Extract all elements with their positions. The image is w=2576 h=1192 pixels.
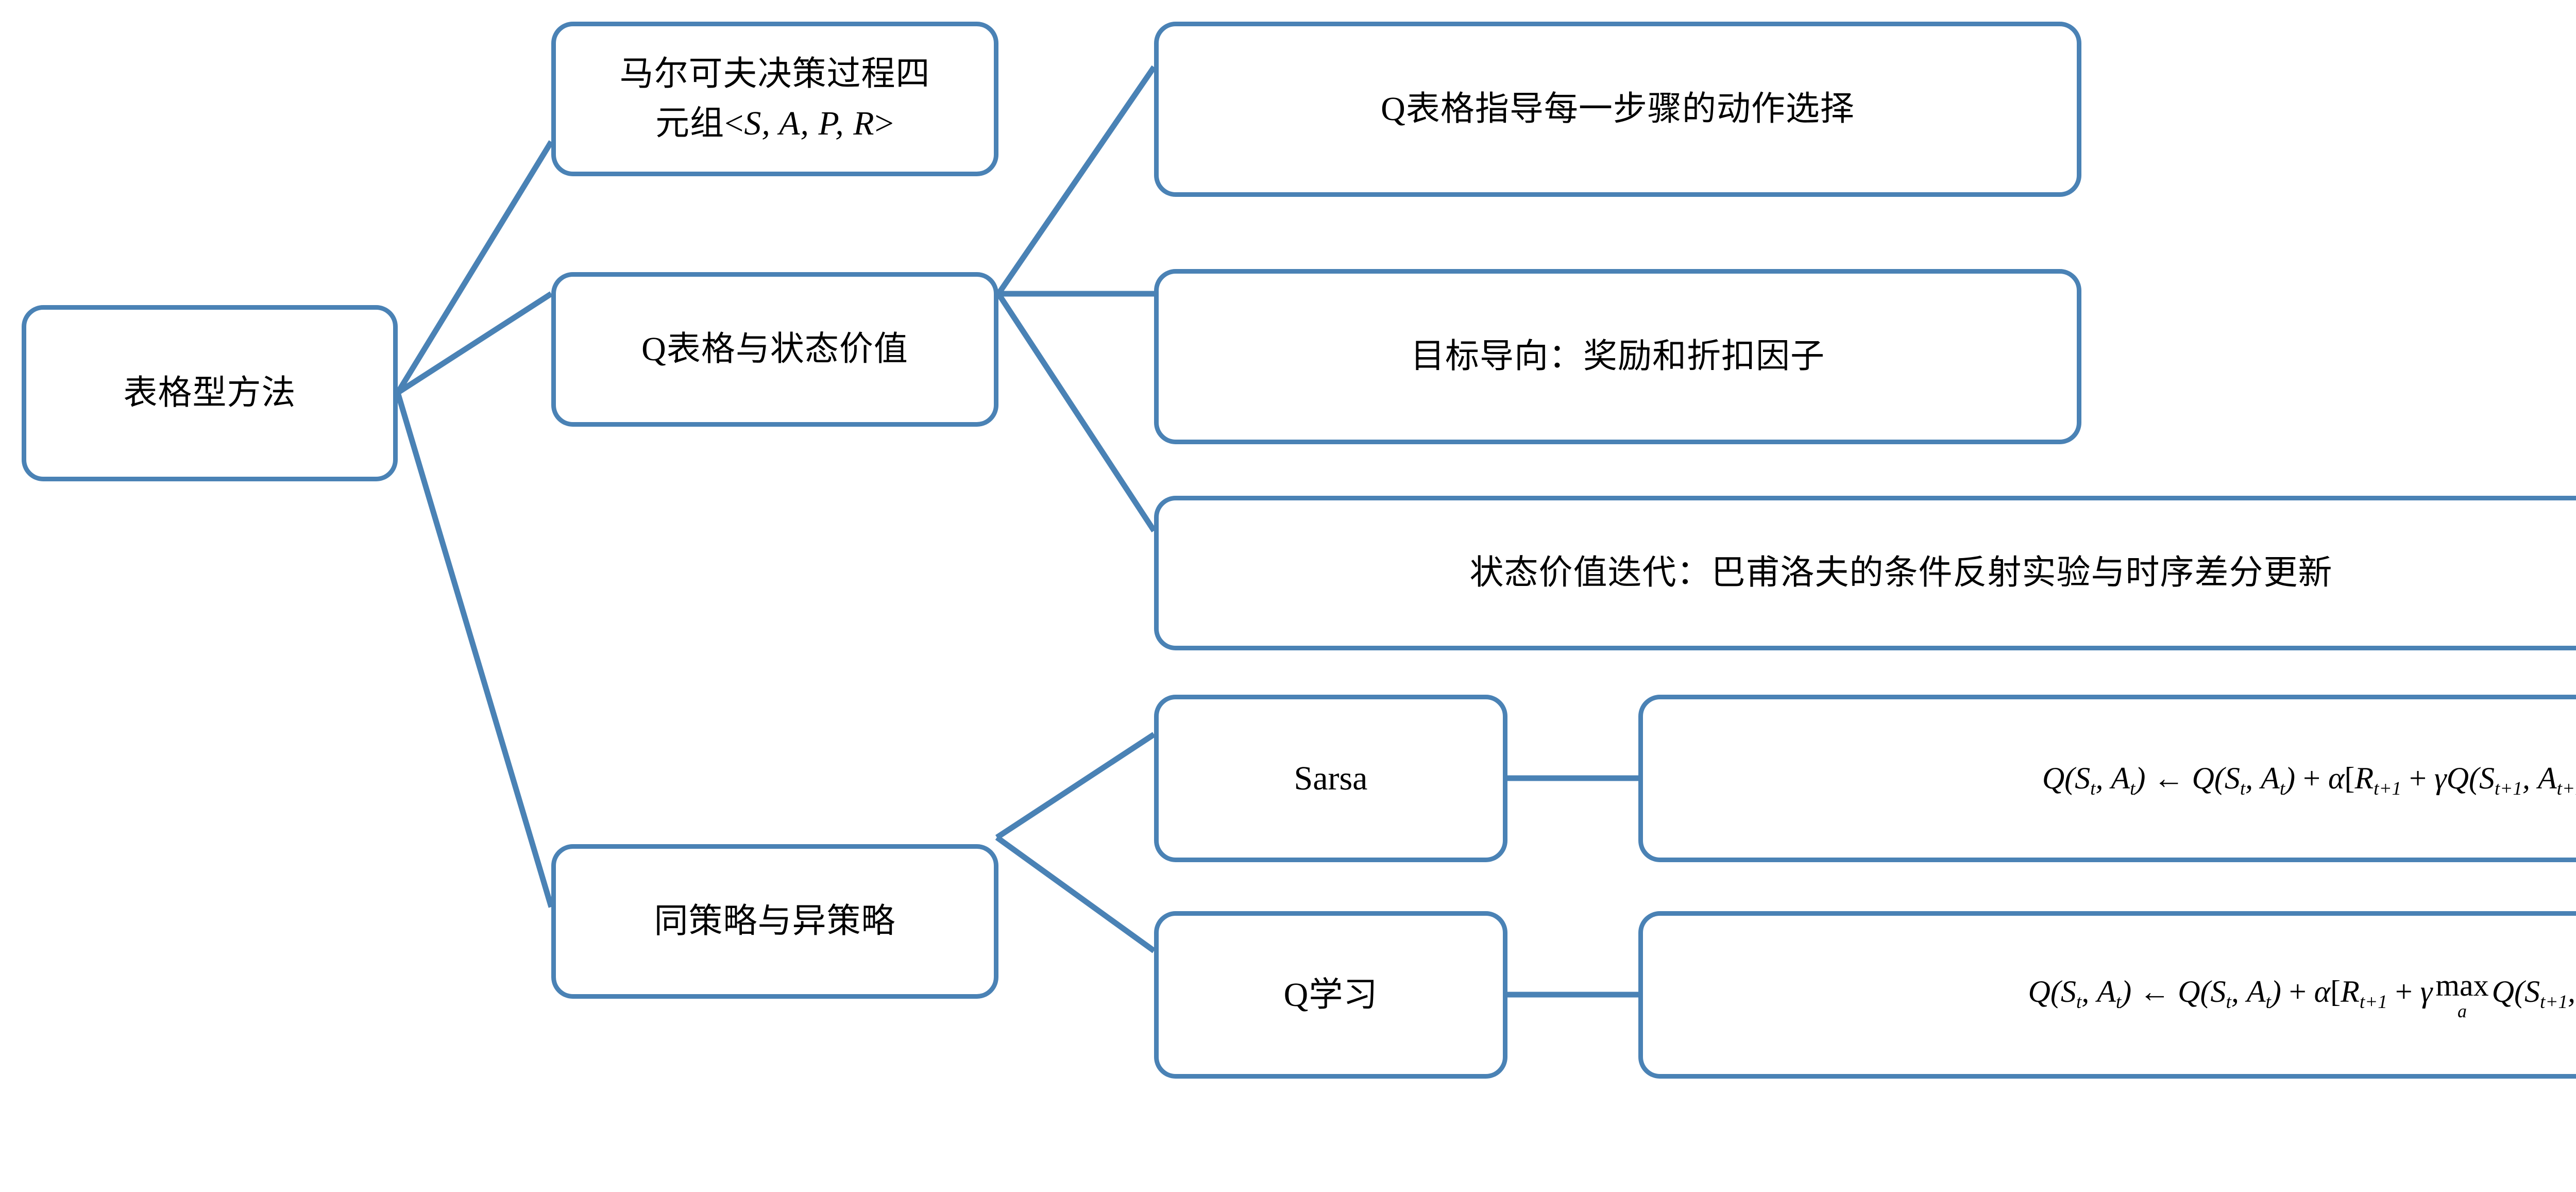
sarsa-formula-expression: Q(St, At) ← Q(St, At) + α[Rt+1 + γQ(St+1… (2042, 761, 2576, 799)
edge-root-policy (395, 392, 554, 908)
edge-policy-qlearning (995, 835, 1156, 953)
node-mdp-line1: 马尔可夫决策过程四 (619, 55, 930, 93)
node-value-iter[interactable]: 状态价值迭代：巴甫洛夫的条件反射实验与时序差分更新 (1154, 496, 2576, 650)
node-root[interactable]: 表格型方法 (22, 305, 398, 481)
node-qtable-label: Q表格与状态价值 (641, 330, 908, 368)
node-goal[interactable]: 目标导向：奖励和折扣因子 (1154, 269, 2081, 444)
node-policy[interactable]: 同策略与异策略 (551, 844, 998, 999)
node-q-guide-label: Q表格指导每一步骤的动作选择 (1381, 90, 1855, 128)
node-mdp-line2-prefix: 元组< (655, 105, 744, 142)
node-goal-label: 目标导向：奖励和折扣因子 (1411, 338, 1825, 376)
edge-qtable-qguide (996, 65, 1157, 296)
edge-policy-sarsa (995, 732, 1156, 840)
node-sarsa-label: Sarsa (1294, 759, 1368, 797)
node-value-iter-label: 状态价值迭代：巴甫洛夫的条件反射实验与时序差分更新 (1469, 554, 2333, 592)
node-qlearning[interactable]: Q学习 (1154, 911, 1507, 1079)
node-sarsa[interactable]: Sarsa (1154, 695, 1507, 862)
node-sarsa-formula[interactable]: Q(St, At) ← Q(St, At) + α[Rt+1 + γQ(St+1… (1638, 695, 2576, 862)
node-qtable[interactable]: Q表格与状态价值 (551, 272, 998, 427)
node-q-guide[interactable]: Q表格指导每一步骤的动作选择 (1154, 22, 2081, 197)
edge-root-qtable (396, 291, 553, 395)
node-root-label: 表格型方法 (123, 374, 296, 412)
node-mdp[interactable]: 马尔可夫决策过程四 元组<S, A, P, R> (551, 22, 998, 176)
edge-root-mdp (395, 140, 554, 394)
edge-qtable-valueiter (996, 292, 1157, 533)
node-qlearning-label: Q学习 (1283, 976, 1378, 1014)
node-mdp-label: 马尔可夫决策过程四 元组<S, A, P, R> (573, 49, 976, 148)
node-mdp-line2-math: S, A, P, R (744, 105, 875, 142)
node-mdp-line2-suffix: > (874, 105, 894, 142)
node-policy-label: 同策略与异策略 (654, 902, 896, 941)
